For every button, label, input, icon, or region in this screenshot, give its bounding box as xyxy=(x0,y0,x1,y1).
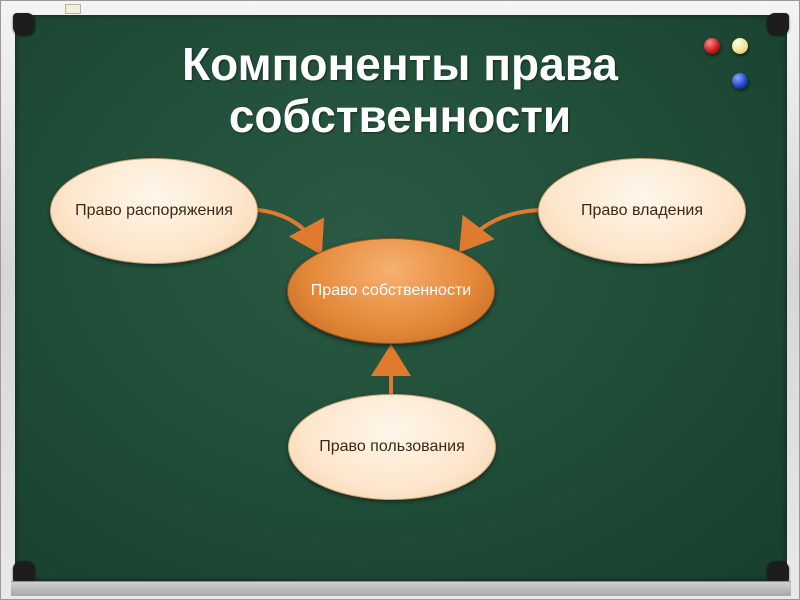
node-use-right: Право пользования xyxy=(288,394,496,500)
node-possession-right: Право владения xyxy=(538,158,746,264)
node-disposal-right: Право распоряжения xyxy=(50,158,258,264)
frame-corner-top-left xyxy=(13,13,35,35)
red-magnet-icon xyxy=(704,38,720,54)
blue-magnet-icon xyxy=(732,73,748,89)
arrow-right-to-center xyxy=(459,208,541,253)
node-ownership-right: Право собственности xyxy=(287,238,495,344)
node-possession-right-label: Право владения xyxy=(581,202,703,219)
node-ownership-right-label: Право собственности xyxy=(310,282,472,299)
arrow-left-to-center xyxy=(257,208,325,256)
diagram-title-line-2: собственности xyxy=(228,90,572,142)
node-disposal-right-label: Право распоряжения xyxy=(75,202,233,219)
diagram-title: Компоненты права собственности xyxy=(120,38,680,142)
frame-corner-top-right xyxy=(767,13,789,35)
node-use-right-label: Право пользования xyxy=(319,438,465,455)
diagram-title-line-1: Компоненты права xyxy=(182,38,618,90)
chalk-tray xyxy=(11,581,791,596)
frame-corner-bottom-left xyxy=(13,561,35,583)
yellow-magnet-icon xyxy=(732,38,748,54)
frame-corner-bottom-right xyxy=(767,561,789,583)
frame-sticker-icon xyxy=(65,4,81,14)
